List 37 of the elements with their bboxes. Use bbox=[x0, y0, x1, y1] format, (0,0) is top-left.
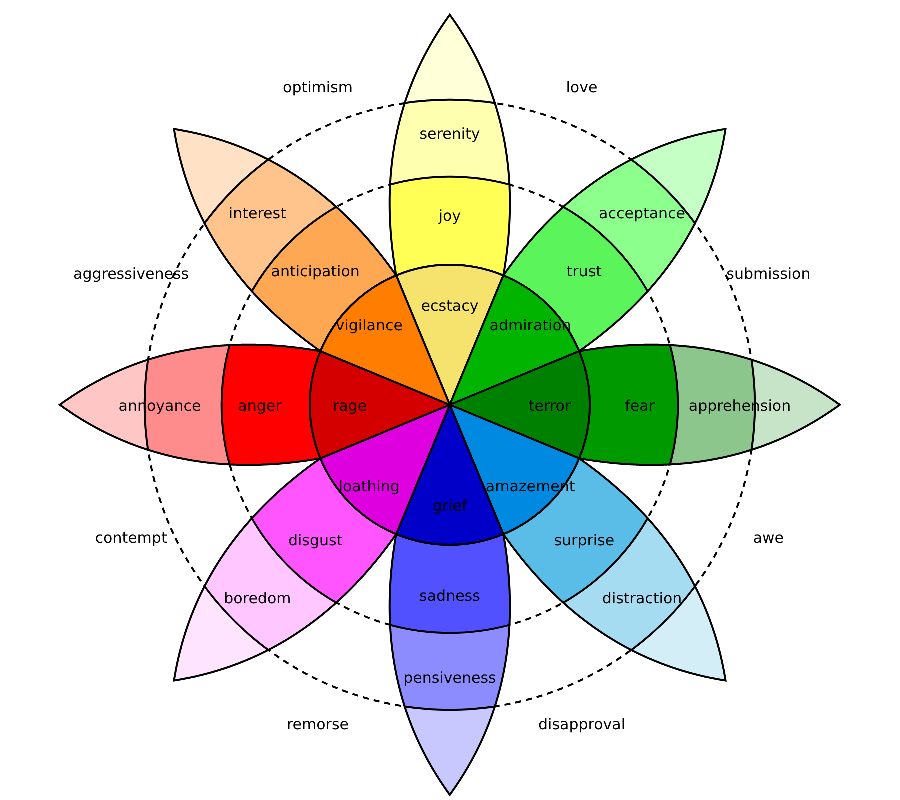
emotion-label: anger bbox=[238, 397, 282, 415]
emotion-label: ecstacy bbox=[421, 297, 479, 315]
emotion-label: loathing bbox=[338, 478, 400, 496]
emotion-label: serenity bbox=[420, 125, 480, 143]
petal-segment bbox=[389, 624, 511, 712]
emotion-label: vigilance bbox=[336, 316, 403, 334]
emotion-label: disgust bbox=[288, 531, 343, 550]
emotion-label: trust bbox=[566, 262, 602, 281]
emotion-label: sadness bbox=[420, 587, 480, 605]
dyad-label: disapproval bbox=[538, 716, 626, 734]
dyad-label: love bbox=[566, 78, 598, 96]
emotion-label: rage bbox=[332, 397, 368, 415]
emotion-label: anticipation bbox=[271, 262, 360, 281]
emotion-label: surprise bbox=[554, 531, 615, 550]
petal-segment bbox=[309, 350, 451, 460]
emotion-label: joy bbox=[438, 207, 462, 225]
petal-tip bbox=[404, 14, 496, 105]
dyad-label: contempt bbox=[95, 529, 168, 547]
dyad-label: awe bbox=[753, 529, 784, 547]
emotion-label: acceptance bbox=[599, 204, 686, 223]
petal-segment bbox=[118, 344, 232, 466]
petal-segment bbox=[449, 350, 591, 460]
emotion-label: distraction bbox=[602, 589, 682, 608]
dyad-label: remorse bbox=[286, 716, 350, 734]
petal-segment bbox=[668, 344, 792, 466]
petal-tip bbox=[404, 705, 496, 796]
emotion-label: grief bbox=[432, 497, 468, 515]
petal-segment bbox=[389, 98, 511, 186]
dyad-label: submission bbox=[726, 265, 811, 283]
emotion-label: boredom bbox=[224, 589, 292, 608]
emotion-label: pensiveness bbox=[404, 669, 496, 687]
petal-segment bbox=[562, 158, 696, 293]
emotion-label: terror bbox=[528, 397, 572, 415]
dyad-label: optimism bbox=[283, 78, 353, 96]
emotion-label: fear bbox=[625, 397, 655, 415]
emotion-label: interest bbox=[228, 204, 286, 223]
dyad-label: aggressiveness bbox=[74, 265, 190, 283]
